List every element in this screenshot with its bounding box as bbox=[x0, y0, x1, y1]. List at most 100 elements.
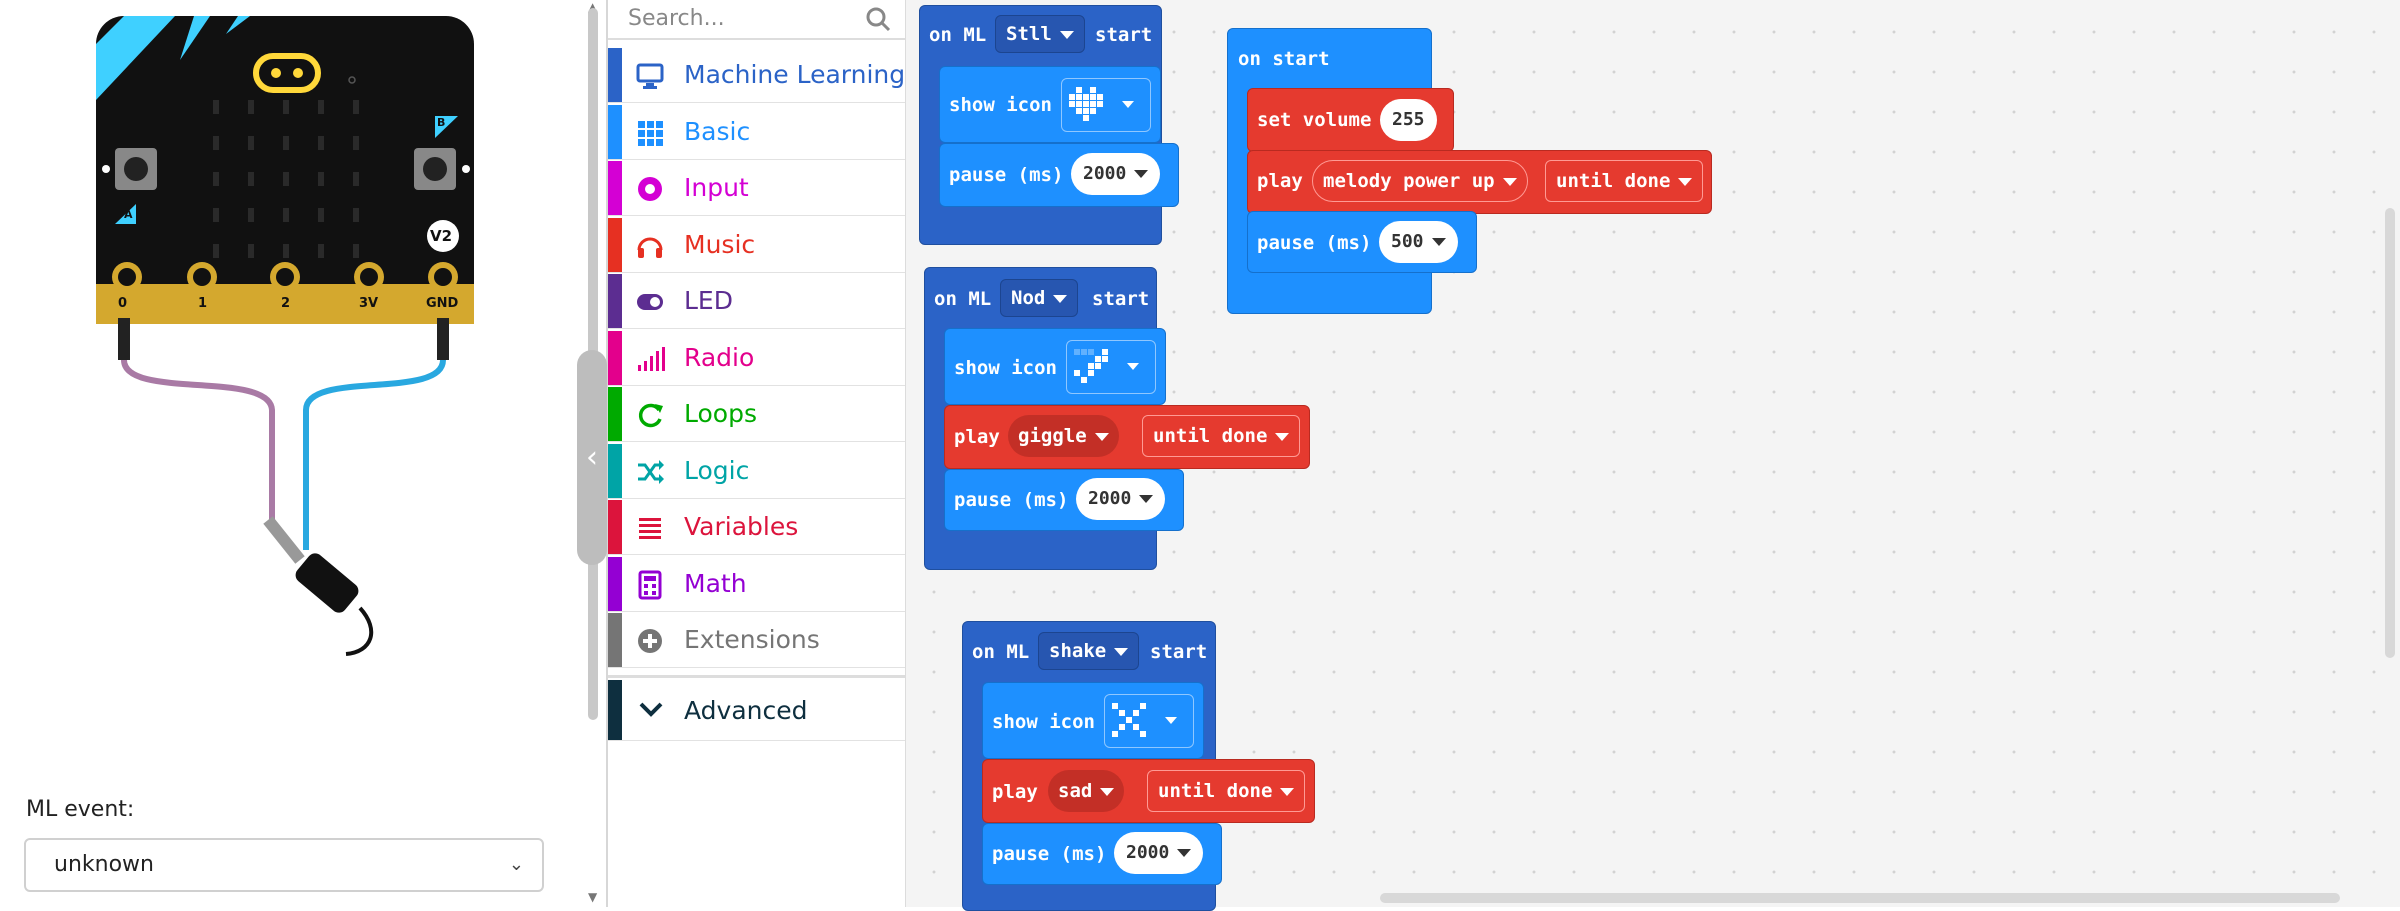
mode-dropdown[interactable]: until done bbox=[1147, 770, 1306, 812]
pin-label-2: 2 bbox=[281, 296, 291, 311]
pause-value-input[interactable]: 2000 bbox=[1071, 153, 1161, 195]
mode-dropdown[interactable]: until done bbox=[1545, 160, 1704, 202]
event-dropdown[interactable]: Stll bbox=[995, 15, 1085, 53]
sound-dropdown[interactable]: sad bbox=[1048, 770, 1125, 812]
pause-value-input[interactable]: 2000 bbox=[1114, 832, 1204, 874]
toolbox-category-variables[interactable]: Variables bbox=[608, 500, 905, 555]
play-label: play bbox=[992, 781, 1038, 803]
toolbox-advanced[interactable]: Advanced bbox=[608, 680, 905, 741]
chevron-down-icon bbox=[639, 702, 663, 717]
calculator-icon bbox=[638, 570, 662, 599]
icon-picker[interactable] bbox=[1066, 340, 1156, 394]
toolbox-category-input[interactable]: Input bbox=[608, 161, 905, 216]
hat-prefix: on ML bbox=[934, 288, 992, 310]
caret-icon bbox=[1275, 432, 1290, 441]
set-volume-label: set volume bbox=[1257, 109, 1372, 131]
chevron-down-icon: ⌄ bbox=[508, 854, 524, 875]
category-color-bar bbox=[608, 387, 622, 441]
melody-dropdown[interactable]: melody power up bbox=[1312, 160, 1528, 202]
toolbox-category-machine-learning[interactable]: Machine Learning bbox=[608, 48, 905, 103]
button-b-label: B bbox=[437, 116, 446, 129]
caret-icon bbox=[1678, 177, 1693, 186]
pin-label-gnd: GND bbox=[426, 296, 459, 311]
toolbox-category-math[interactable]: Math bbox=[608, 556, 905, 612]
pin-label-1: 1 bbox=[198, 296, 208, 311]
workspace-vertical-scrollbar[interactable] bbox=[2385, 208, 2395, 658]
search-icon[interactable] bbox=[865, 6, 891, 32]
event-dropdown[interactable]: shake bbox=[1038, 632, 1140, 670]
pause-label: pause (ms) bbox=[1257, 232, 1372, 254]
chevron-left-icon: ‹ bbox=[586, 440, 598, 475]
category-label: Extensions bbox=[684, 625, 820, 654]
category-label: LED bbox=[684, 286, 733, 315]
hat-prefix: on ML bbox=[972, 641, 1030, 663]
category-label: Loops bbox=[684, 399, 757, 428]
toolbox-category-radio[interactable]: Radio bbox=[608, 330, 905, 386]
category-label: Music bbox=[684, 229, 756, 259]
pause-value-input[interactable]: 500 bbox=[1379, 221, 1458, 263]
toggle-icon bbox=[637, 294, 663, 310]
workspace-horizontal-scrollbar[interactable] bbox=[1380, 893, 2340, 903]
category-color-bar bbox=[608, 104, 622, 159]
toolbox-category-led[interactable]: LED bbox=[608, 274, 905, 329]
toolbox-category-extensions[interactable]: Extensions bbox=[608, 613, 905, 668]
toolbox-category-loops[interactable]: Loops bbox=[608, 387, 905, 442]
simulator-panel: 0 1 2 3V GND A B V2 ML event: unknown ⌄ bbox=[0, 0, 580, 907]
category-color-bar bbox=[608, 613, 622, 667]
category-color-bar bbox=[608, 48, 622, 102]
plus-circle-icon bbox=[638, 629, 662, 653]
show-icon-label: show icon bbox=[992, 711, 1095, 733]
category-label: Radio bbox=[684, 342, 755, 372]
show-icon-label: show icon bbox=[954, 357, 1057, 379]
category-color-bar bbox=[608, 274, 622, 328]
pause-label: pause (ms) bbox=[949, 164, 1064, 186]
caret-icon bbox=[1502, 177, 1517, 186]
hat-suffix: start bbox=[1092, 288, 1150, 310]
event-dropdown[interactable]: Nod bbox=[1000, 279, 1079, 317]
pause-value-input[interactable]: 2000 bbox=[1076, 478, 1166, 520]
pause-label: pause (ms) bbox=[954, 489, 1069, 511]
scroll-up-arrow-icon[interactable]: ▲ bbox=[588, 0, 598, 14]
pin-label-0: 0 bbox=[118, 296, 128, 311]
scroll-down-arrow-icon[interactable]: ▼ bbox=[588, 890, 598, 904]
category-label: Input bbox=[684, 173, 749, 202]
mode-dropdown[interactable]: until done bbox=[1142, 415, 1301, 457]
toolbox-category-basic[interactable]: Basic bbox=[608, 104, 905, 160]
category-color-bar bbox=[608, 556, 622, 611]
button-b-graphic bbox=[414, 116, 470, 190]
ml-event-label: ML event: bbox=[26, 797, 135, 822]
caret-icon bbox=[1059, 30, 1074, 39]
toolbox-search[interactable]: Search... bbox=[608, 0, 905, 40]
caret-icon bbox=[1100, 787, 1115, 796]
refresh-icon bbox=[638, 403, 663, 428]
caret-icon bbox=[1431, 238, 1446, 246]
category-label: Math bbox=[684, 568, 747, 598]
show-icon-label: show icon bbox=[949, 94, 1052, 116]
caret-icon bbox=[1094, 432, 1109, 441]
toolbox-category-music[interactable]: Music bbox=[608, 217, 905, 273]
monitor-icon bbox=[636, 63, 664, 89]
category-color-bar bbox=[608, 443, 622, 498]
category-label: Logic bbox=[684, 455, 750, 485]
ml-event-select[interactable]: unknown ⌄ bbox=[24, 838, 544, 892]
pause-label: pause (ms) bbox=[992, 843, 1107, 865]
category-color-bar bbox=[608, 500, 622, 554]
icon-picker[interactable] bbox=[1104, 694, 1194, 748]
play-label: play bbox=[954, 426, 1000, 448]
toolbox-category-logic[interactable]: Logic bbox=[608, 443, 905, 499]
search-input[interactable]: Search... bbox=[628, 6, 725, 31]
list-icon bbox=[639, 518, 661, 539]
led-pattern-icon bbox=[1074, 349, 1139, 383]
ml-event-value: unknown bbox=[54, 852, 154, 877]
volume-value-input[interactable]: 255 bbox=[1380, 99, 1437, 141]
sound-dropdown[interactable]: giggle bbox=[1008, 415, 1119, 457]
category-color-bar bbox=[608, 217, 622, 272]
version-badge: V2 bbox=[430, 227, 453, 245]
microbit-board[interactable] bbox=[0, 0, 580, 720]
signal-bars-icon bbox=[638, 346, 665, 371]
advanced-label: Advanced bbox=[684, 696, 808, 725]
toolbox-divider bbox=[608, 675, 905, 678]
collapse-simulator-button[interactable]: ‹ bbox=[577, 350, 607, 565]
icon-picker[interactable] bbox=[1061, 78, 1151, 132]
headphones-icon bbox=[637, 237, 663, 258]
